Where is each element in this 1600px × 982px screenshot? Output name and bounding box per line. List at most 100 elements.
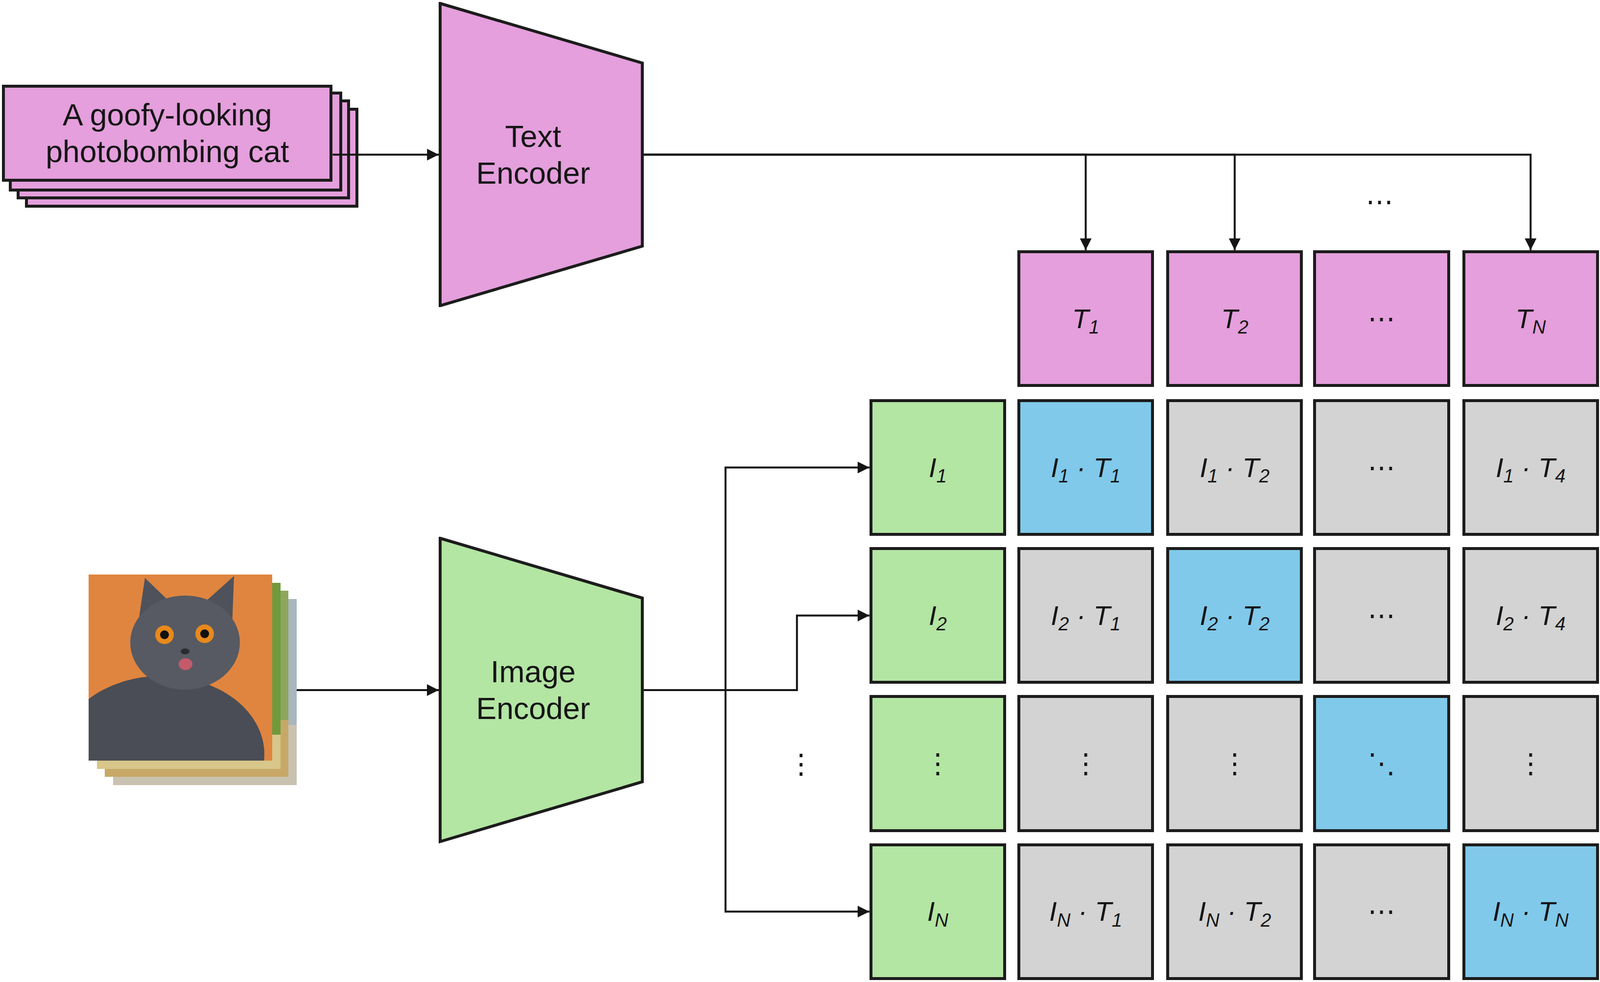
arrow-connector <box>643 615 870 690</box>
math-label: T2 <box>1221 302 1249 336</box>
similarity-score: I1 · T2 <box>1166 399 1303 536</box>
subscript: 1 <box>1503 465 1514 487</box>
subscript: 2 <box>1237 316 1248 338</box>
math-label: IN · T2 <box>1198 894 1271 928</box>
math-label: I1 · T4 <box>1495 450 1566 485</box>
box-text: Image Encoder <box>467 653 600 727</box>
math-label: I2 · T1 <box>1050 598 1121 633</box>
text-embedding: T2 <box>1166 250 1303 387</box>
subscript: N <box>1500 909 1514 931</box>
subscript: 1 <box>1058 465 1069 487</box>
similarity-score: ⋮ <box>1462 694 1600 832</box>
cat-illustration <box>88 575 265 761</box>
math-label: ⋮ <box>1516 746 1545 780</box>
subscript: 2 <box>1207 612 1218 635</box>
math-label: ⋯ <box>1367 598 1396 633</box>
math-label: IN · TN <box>1492 894 1569 928</box>
subscript: 2 <box>936 612 947 635</box>
arrow-connector <box>643 154 1531 251</box>
math-label: ⋮ <box>923 746 952 780</box>
similarity-score: ⋯ <box>1313 843 1450 980</box>
cat-pupil <box>160 630 169 639</box>
image-embedding: I1 <box>869 399 1007 536</box>
ellipsis-label: ⋮ <box>787 747 815 779</box>
subscript: 1 <box>1207 465 1218 487</box>
math-label: I2 · T2 <box>1200 598 1271 633</box>
similarity-score: ⋱ <box>1313 694 1450 832</box>
math-label: I2 · T4 <box>1495 598 1566 633</box>
text-embedding: ⋯ <box>1313 250 1450 387</box>
math-label: ⋮ <box>1071 746 1100 780</box>
cat-mouth <box>178 658 193 670</box>
subscript: 4 <box>1554 465 1566 487</box>
similarity-score: IN · T1 <box>1017 843 1154 980</box>
arrow-connector <box>643 154 1086 251</box>
subscript: 4 <box>1554 612 1566 635</box>
similarity-score: I1 · T1 <box>1017 399 1154 536</box>
math-label: I1 · T1 <box>1050 450 1121 485</box>
math-label: TN <box>1515 302 1546 336</box>
arrow-connector <box>643 467 870 690</box>
text-embedding: T1 <box>1017 250 1154 387</box>
arrow-connector <box>332 153 439 156</box>
encoder-shape <box>438 536 644 843</box>
box-text: A goofy-looking photobombing cat <box>24 96 311 170</box>
math-label: ⋱ <box>1367 746 1396 780</box>
math-label: T1 <box>1072 302 1100 336</box>
similarity-score: IN · TN <box>1462 843 1600 980</box>
math-label: ⋯ <box>1367 450 1396 485</box>
encoder-outline <box>440 538 643 842</box>
text-embedding: TN <box>1462 250 1600 387</box>
math-label: ⋮ <box>1221 746 1249 780</box>
subscript: 1 <box>1088 316 1100 338</box>
math-label: I2 <box>928 598 947 633</box>
cat-head <box>130 595 240 690</box>
cat-nose <box>180 648 190 655</box>
subscript: N <box>1554 909 1569 931</box>
similarity-score: IN · T2 <box>1166 843 1303 980</box>
text-encoder: Text Encoder <box>438 1 644 307</box>
cat-eye <box>195 624 214 643</box>
image-encoder: Image Encoder <box>438 536 644 843</box>
image-embedding: IN <box>869 843 1007 980</box>
math-label: ⋯ <box>1367 894 1396 928</box>
similarity-score: ⋮ <box>1017 694 1154 832</box>
math-label: IN · T1 <box>1049 894 1123 928</box>
cat-pupil <box>200 629 210 638</box>
subscript: 1 <box>936 465 947 487</box>
subscript: 1 <box>1111 909 1123 931</box>
subscript: N <box>1205 909 1220 931</box>
box-text: Text Encoder <box>467 117 600 192</box>
math-label: I1 <box>928 450 947 485</box>
similarity-score: I1 · T4 <box>1462 399 1600 536</box>
similarity-score: ⋮ <box>1166 694 1303 832</box>
ellipsis-label: ⋯ <box>1365 185 1394 217</box>
arrow-connector <box>643 689 870 912</box>
subscript: N <box>1057 909 1071 931</box>
math-label: I1 · T2 <box>1200 450 1271 485</box>
subscript: 2 <box>1259 465 1270 487</box>
subscript: N <box>934 909 949 931</box>
cat-eye <box>155 625 174 644</box>
subscript: 2 <box>1503 612 1514 635</box>
arrow-connector <box>643 154 1235 251</box>
caption-card: A goofy-looking photobombing cat <box>1 84 333 182</box>
math-label: IN <box>927 894 949 928</box>
encoder-outline <box>440 3 643 306</box>
subscript: 2 <box>1058 612 1069 635</box>
similarity-score: ⋯ <box>1313 546 1450 684</box>
image-embedding: ⋮ <box>869 694 1007 832</box>
encoder-shape <box>438 1 644 307</box>
similarity-score: ⋯ <box>1313 399 1450 536</box>
similarity-score: I2 · T1 <box>1017 546 1154 684</box>
subscript: N <box>1532 316 1547 338</box>
subscript: 2 <box>1259 612 1270 635</box>
subscript: 1 <box>1110 612 1121 635</box>
subscript: 1 <box>1110 465 1121 487</box>
similarity-score: I2 · T2 <box>1166 546 1303 684</box>
input-arrow <box>296 688 439 691</box>
math-label: ⋯ <box>1367 302 1396 336</box>
